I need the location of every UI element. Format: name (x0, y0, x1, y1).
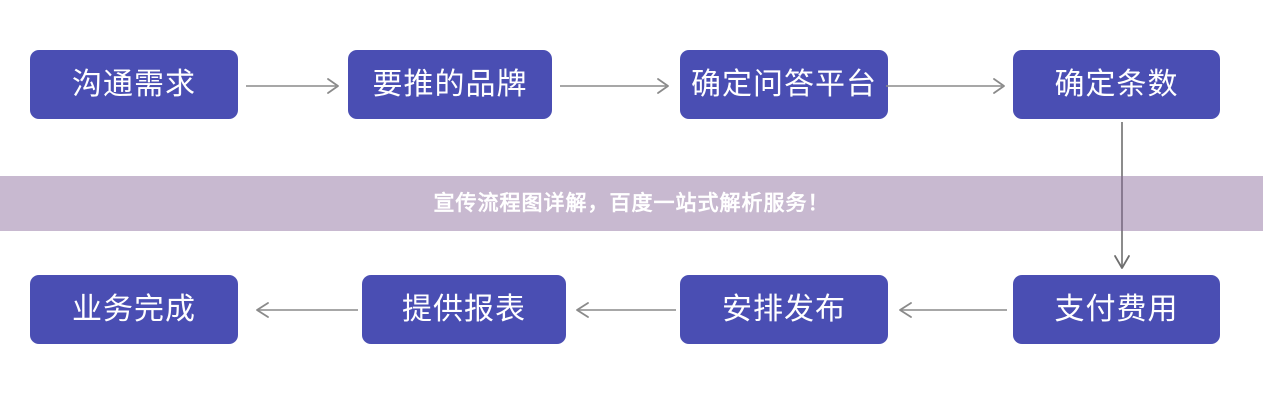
flow-node-communicate-requirements[interactable]: 沟通需求 (30, 50, 238, 119)
flow-node-label: 业务完成 (72, 292, 196, 326)
flow-node-confirm-qa-platform[interactable]: 确定问答平台 (680, 50, 888, 119)
arrow-payment-to-publish (895, 296, 1007, 324)
flow-node-brand-to-promote[interactable]: 要推的品牌 (348, 50, 552, 119)
flow-node-confirm-quantity[interactable]: 确定条数 (1013, 50, 1220, 119)
arrow-quantity-to-payment (1110, 122, 1134, 272)
banner-overlay: 宣传流程图详解，百度一站式解析服务！ (0, 176, 1263, 231)
flow-node-label: 支付费用 (1054, 292, 1179, 326)
arrow-qa-platform-to-quantity (886, 72, 1008, 100)
arrow-brand-to-qa-platform (560, 72, 672, 100)
flow-node-business-completed[interactable]: 业务完成 (30, 275, 238, 344)
flow-node-label: 提供报表 (402, 292, 526, 326)
flow-node-label: 确定问答平台 (691, 67, 877, 101)
flow-node-arrange-publish[interactable]: 安排发布 (680, 275, 888, 344)
flow-node-label: 安排发布 (722, 292, 846, 326)
flow-node-label: 要推的品牌 (372, 67, 528, 101)
arrow-communicate-to-brand (246, 72, 342, 100)
flow-node-label: 确定条数 (1054, 67, 1179, 101)
arrow-publish-to-report (572, 296, 676, 324)
flow-node-provide-report[interactable]: 提供报表 (362, 275, 566, 344)
banner-title: 宣传流程图详解，百度一站式解析服务！ (433, 191, 830, 215)
flow-node-pay-fee[interactable]: 支付费用 (1013, 275, 1220, 344)
flow-node-label: 沟通需求 (72, 67, 196, 101)
arrow-report-to-completed (252, 296, 358, 324)
